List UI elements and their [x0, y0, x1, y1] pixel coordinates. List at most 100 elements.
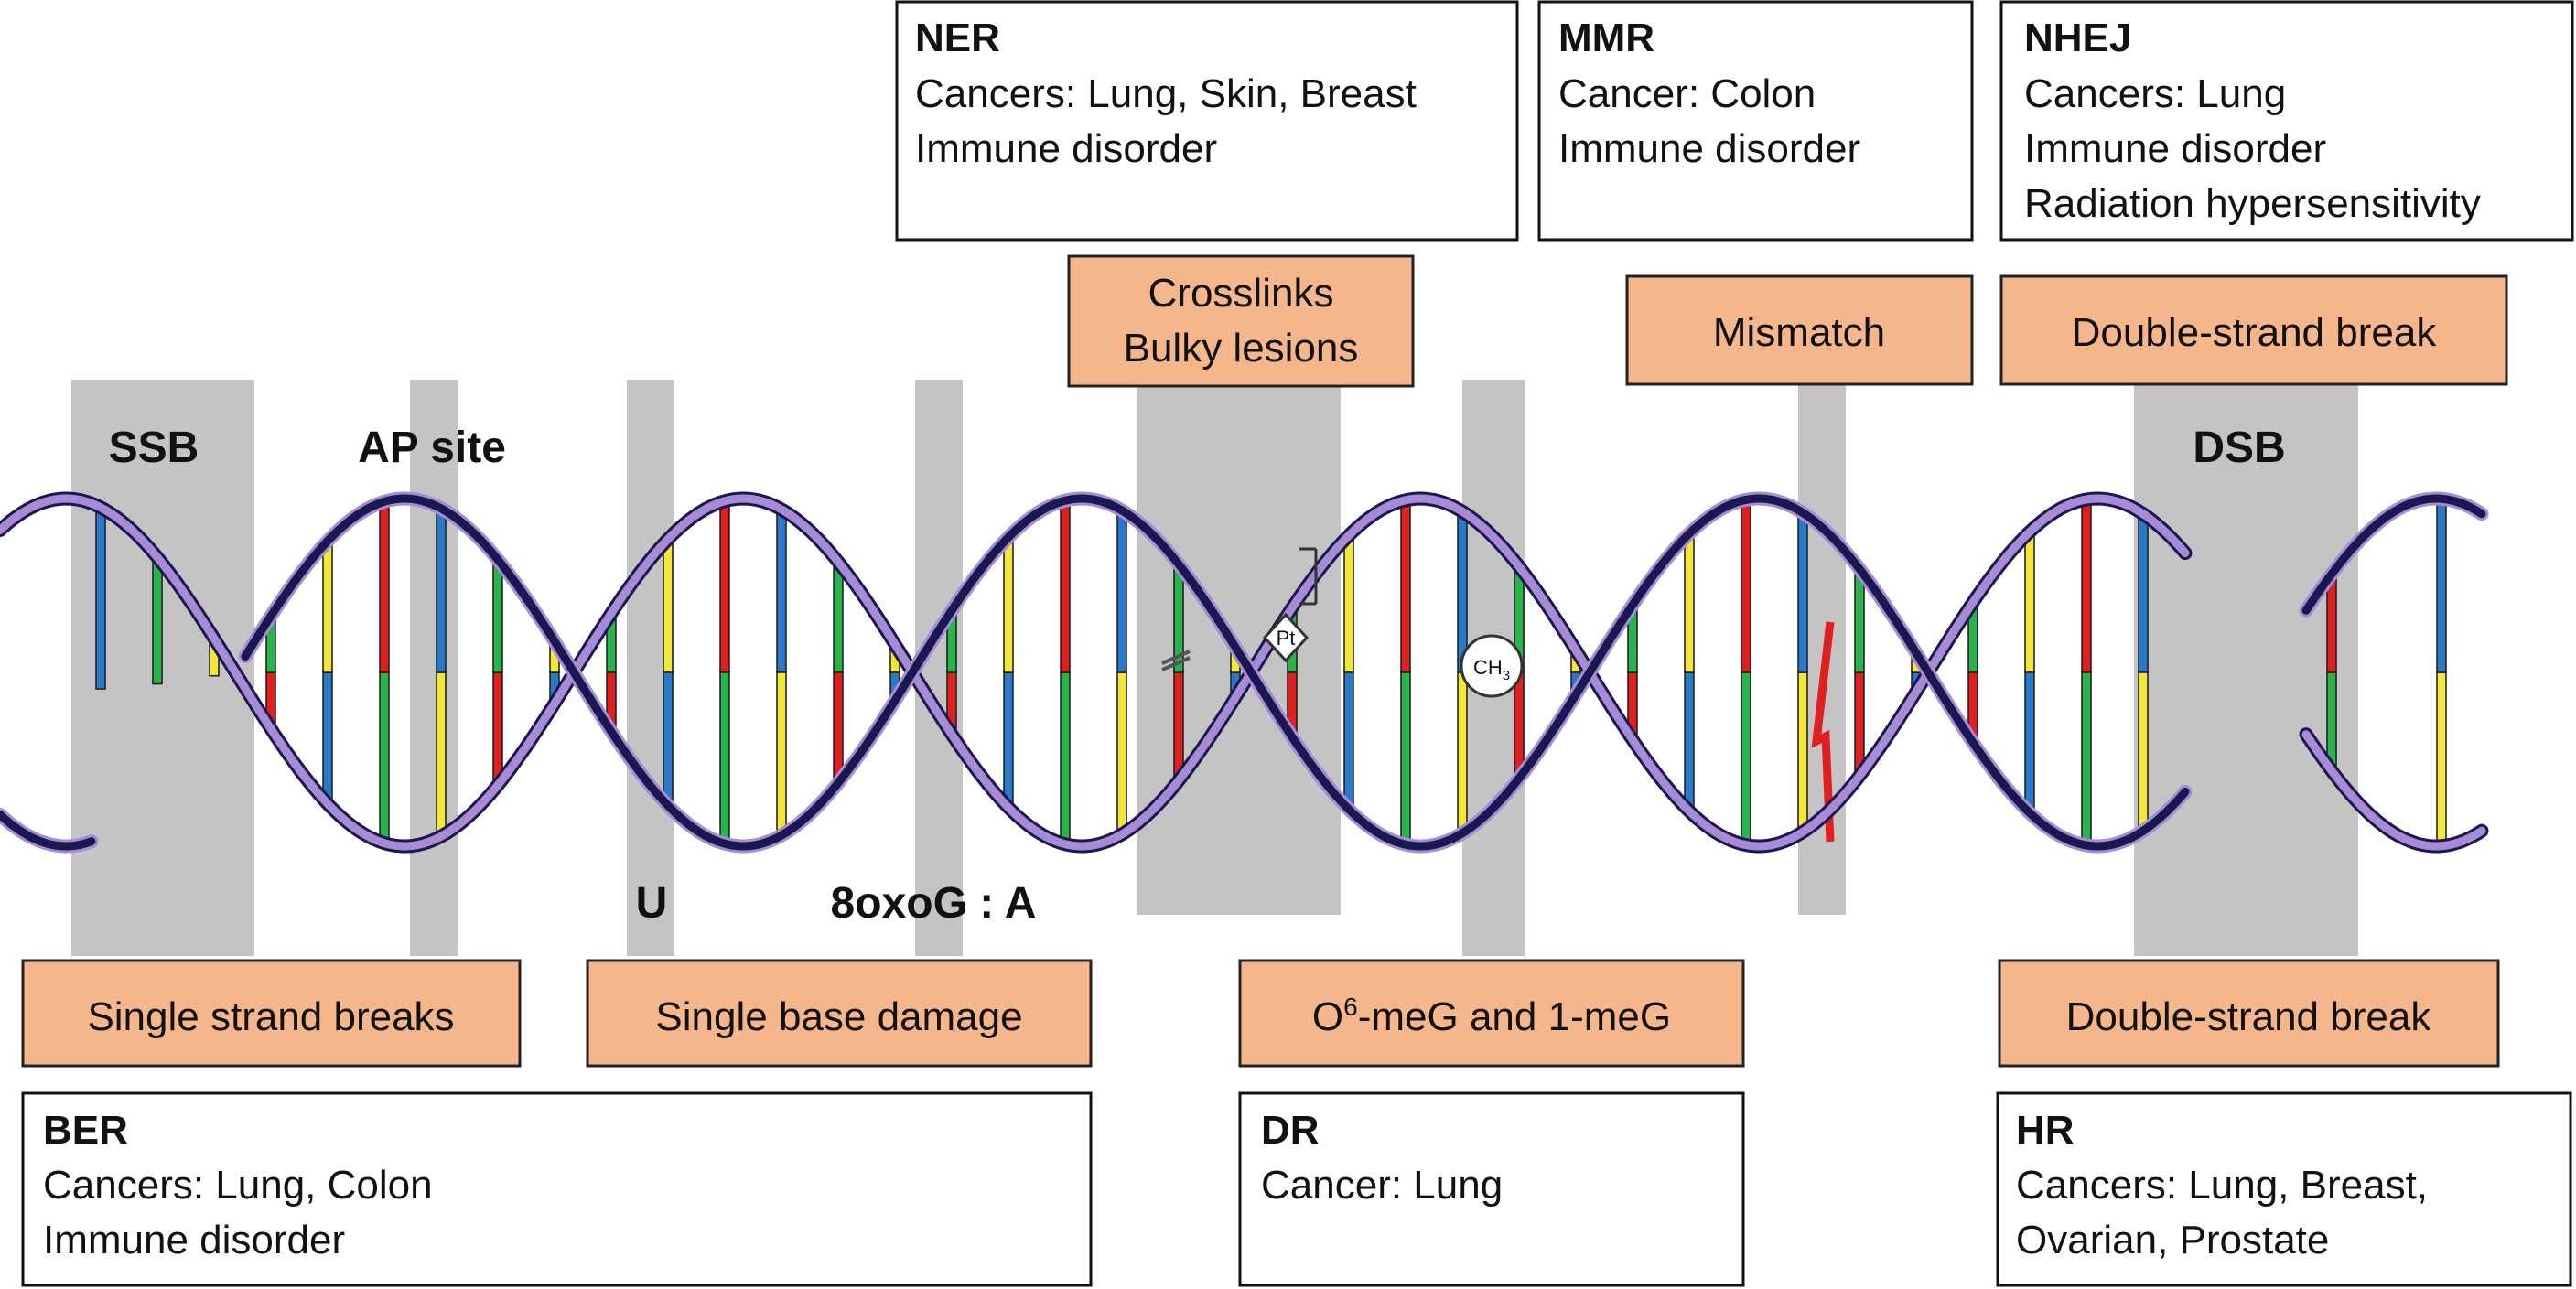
pathway-box-nhej: NHEJ Cancers: Lung Immune disorder Radia… [1999, 0, 2574, 242]
base-pair-segment [1400, 499, 1411, 673]
base-pair-segment [322, 540, 333, 673]
pathway-line: Cancers: Lung, Breast, [2016, 1163, 2428, 1208]
lesion-superscript: 6 [1343, 993, 1358, 1021]
lesion-line: Bulky lesions [1124, 326, 1359, 371]
base-pair-segment [436, 671, 447, 837]
base-pair-segment [492, 671, 503, 786]
pathway-title-ber: BER [43, 1108, 128, 1153]
dsb-fragment-2 [2301, 494, 2486, 615]
base-pair-segment [1514, 671, 1525, 779]
lesion-line: Double-strand break [2072, 310, 2438, 355]
dna-strands [0, 491, 2489, 854]
svg-text:CH3: CH3 [1473, 656, 1510, 683]
ch3-subscript: 3 [1503, 668, 1510, 683]
pathway-title-nhej: NHEJ [2024, 16, 2131, 60]
pathway-line: Radiation hypersensitivity [2024, 181, 2481, 226]
lesion-box-dsb-top: Double-strand break [1999, 274, 2508, 386]
mismatch-base-pair [1811, 621, 1835, 843]
lesion-box-base-damage: Single base damage [586, 959, 1093, 1068]
base-pair-segment [1797, 671, 1808, 833]
base-pair-segment [776, 509, 787, 673]
strand-1 [0, 494, 2190, 851]
base-pair-segment [2138, 671, 2149, 832]
lesion-box-mismatch: Mismatch [1625, 274, 1974, 386]
pathway-line: Immune disorder [1558, 126, 1860, 171]
strand-2 [0, 494, 2190, 851]
base-pair-segment [719, 500, 730, 673]
base-pair-segment [1003, 536, 1014, 673]
lesion-line: Single base damage [655, 994, 1022, 1039]
site-label-dsb: DSB [2193, 424, 2285, 472]
pt-adduct-icon [1262, 612, 1310, 663]
base-pair-segment [2436, 498, 2447, 673]
lesion-line: Single strand breaks [87, 994, 454, 1039]
base-pair-segment [1741, 499, 1751, 673]
base-pair-segment [1116, 510, 1127, 673]
base-pair-segment [2081, 499, 2092, 673]
base-pair-segment [1457, 671, 1468, 834]
pathway-line: Cancers: Lung [2024, 71, 2286, 116]
base-pair-segment [1343, 671, 1354, 811]
base-pair-segment [2024, 531, 2035, 673]
dsb-fragment [2301, 730, 2486, 851]
lesion-o-prefix: O [1312, 994, 1343, 1039]
base-pair-segment [152, 556, 163, 685]
base-pair-segment [1060, 671, 1071, 845]
ch3-label: CH [1473, 656, 1503, 679]
site-label-ap: AP site [358, 424, 506, 472]
site-label-uracil: U [636, 879, 668, 928]
lesion-line: Double-strand break [2066, 994, 2432, 1039]
pathway-line: Immune disorder [43, 1218, 345, 1262]
base-pair-segment [1173, 671, 1184, 782]
pathway-line: Cancer: Lung [1261, 1163, 1503, 1208]
pt-label: Pt [1277, 627, 1296, 650]
base-pair-segment [379, 500, 390, 673]
lesion-line: Mismatch [1713, 310, 1885, 355]
base-pair-segment [1003, 671, 1014, 809]
band-ap-site [410, 380, 458, 956]
pathway-title-dr: DR [1261, 1108, 1320, 1153]
base-pair-segment [2436, 671, 2447, 847]
base-pair-segment [719, 671, 730, 844]
base-pair-segment [2138, 513, 2149, 673]
site-label-8oxog: 8oxoG : A [831, 879, 1037, 928]
base-pair-segment [2081, 671, 2092, 846]
band-dsb [2134, 380, 2358, 956]
pt-crosslink-adduct: Pt [1161, 547, 1318, 671]
lesion-box-dsb-bottom: Double-strand break [1998, 959, 2500, 1068]
pathway-line: Cancers: Lung, Skin, Breast [915, 71, 1417, 116]
lesion-suffix: -meG and 1-meG [1358, 994, 1671, 1039]
svg-text:O6-meG and 1-meG: O6-meG and 1-meG [1312, 993, 1671, 1039]
pathway-line: Immune disorder [915, 126, 1217, 171]
base-pair-segment [1116, 671, 1127, 835]
pathway-line: Immune disorder [2024, 126, 2326, 171]
base-pair-segment [1741, 671, 1751, 846]
ch3-adduct-icon [1460, 634, 1524, 698]
lesion-box-methylation: O6-meG and 1-meG [1238, 959, 1745, 1068]
base-pair-segment [776, 671, 787, 836]
base-pair-segment [663, 671, 674, 807]
pathway-box-ner: NER Cancers: Lung, Skin, Breast Immune d… [895, 0, 1519, 242]
base-pair-segment [1797, 511, 1808, 673]
lesion-box-ssb: Single strand breaks [21, 959, 522, 1068]
pathway-box-ber: BER Cancers: Lung, Colon Immune disorder [21, 1091, 1093, 1287]
base-pair-segment [1684, 532, 1695, 673]
site-label-ssb: SSB [109, 424, 199, 472]
base-pair-segment [95, 506, 106, 690]
base-pair-segment [492, 559, 503, 673]
base-pair-segment [2024, 671, 2035, 814]
base-pair-segment [1343, 534, 1354, 673]
pathway-box-mmr: MMR Cancer: Colon Immune disorder [1537, 0, 1974, 242]
base-pair-segment [436, 508, 447, 673]
base-pair-segment [663, 538, 674, 673]
pathway-line: Cancers: Lung, Colon [43, 1163, 433, 1208]
pathway-line: Cancer: Colon [1558, 71, 1816, 116]
base-pair-segment [1400, 671, 1411, 845]
pathway-box-hr: HR Cancers: Lung, Breast, Ovarian, Prost… [1996, 1091, 2572, 1287]
pathway-title-mmr: MMR [1558, 16, 1654, 60]
pathway-box-dr: DR Cancer: Lung [1238, 1091, 1745, 1287]
base-pair-segment [379, 671, 390, 844]
pathway-title-hr: HR [2016, 1108, 2075, 1153]
pathway-line: Ovarian, Prostate [2016, 1218, 2329, 1262]
